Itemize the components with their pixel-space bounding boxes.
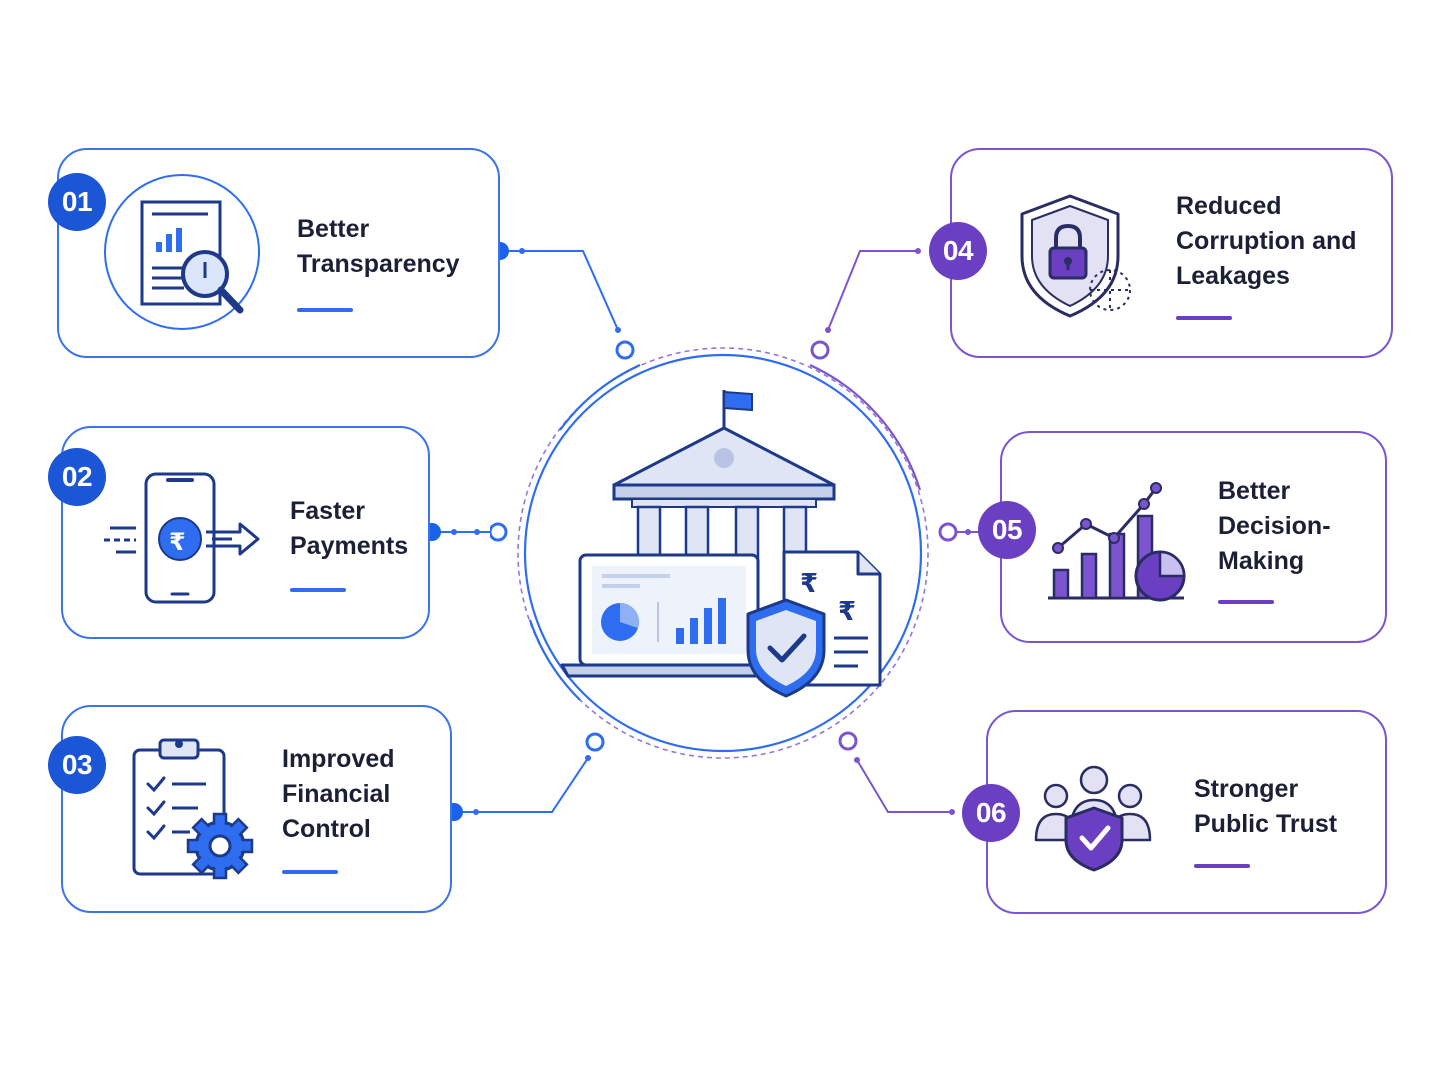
- clipboard-gear-icon: [132, 738, 254, 880]
- step-badge-05: 05: [978, 501, 1036, 559]
- benefit-card-05: [1000, 431, 1387, 643]
- benefit-title-04: Reduced Corruption and Leakages: [1176, 192, 1357, 290]
- step-badge-01: 01: [48, 173, 106, 231]
- benefit-card-02: [61, 426, 430, 639]
- mobile-rupee-payment-icon: ₹: [104, 472, 260, 604]
- benefit-card-06: [986, 710, 1387, 914]
- svg-text:₹: ₹: [800, 569, 818, 599]
- title-underline-04: [1176, 316, 1232, 320]
- central-hub: ₹ ₹: [490, 340, 958, 759]
- document-magnifier-icon: [104, 174, 260, 330]
- benefit-title-05: Better Decision- Making: [1218, 477, 1331, 575]
- step-badge-04: 04: [929, 222, 987, 280]
- people-shield-icon: [1034, 765, 1152, 872]
- step-badge-02: 02: [48, 448, 106, 506]
- title-underline-06: [1194, 864, 1250, 868]
- benefit-title-02: Faster Payments: [290, 497, 409, 560]
- step-badge-06: 06: [962, 784, 1020, 842]
- government-building-icon: [612, 390, 836, 569]
- benefit-title-01: Better Transparency: [297, 215, 460, 278]
- step-badge-03: 03: [48, 736, 106, 794]
- title-underline-03: [282, 870, 338, 874]
- title-underline-02: [290, 588, 346, 592]
- laptop-dashboard-icon: [560, 553, 778, 678]
- benefit-title-03: Improved Financial Control: [282, 745, 395, 843]
- svg-text:₹: ₹: [169, 528, 186, 556]
- shield-lock-icon: [1020, 194, 1131, 318]
- benefit-card-01: [57, 148, 500, 358]
- benefit-title-06: Stronger Public Trust: [1194, 775, 1338, 838]
- title-underline-01: [297, 308, 353, 312]
- shield-check-icon: [746, 598, 826, 698]
- svg-text:₹: ₹: [838, 597, 856, 627]
- benefit-card-03: [61, 705, 452, 913]
- title-underline-05: [1218, 600, 1274, 604]
- bar-line-pie-chart-icon: [1048, 482, 1186, 602]
